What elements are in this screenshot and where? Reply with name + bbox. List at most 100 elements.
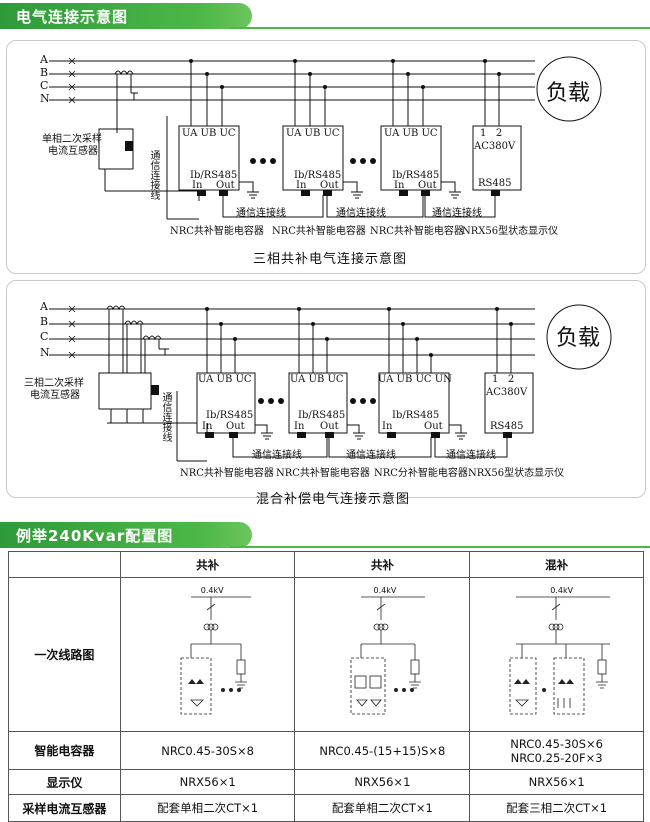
comm-link-3: 通信连接线 (432, 208, 482, 219)
column-header-1: 共补 (119, 551, 296, 578)
unit2-terminals: UA UB UC (286, 128, 340, 139)
display-cell-2: NRX56×1 (294, 769, 471, 795)
unit4-proto: Ib/RS485 (206, 410, 254, 421)
config-table: 共补 共补 混补 一次线路图 0.4kV (8, 551, 644, 822)
unit1-out: Out (216, 180, 235, 191)
capacitor-cell-3-line1: NRC0.45-30S×6 (510, 736, 603, 751)
diagram-caption-common: 三相共补电气连接示意图 (253, 252, 408, 267)
unit4-out: Out (226, 421, 245, 432)
phase-label-a: A (40, 53, 48, 66)
unit5-name: NRC共补智能电容器 (276, 468, 370, 479)
row-header-ct: 采样电流互感器 (8, 794, 121, 822)
section-title-2: 例举240Kvar配置图 (16, 527, 174, 545)
comm-link-1: 通信连接线 (236, 208, 286, 219)
unit3-name: NRC共补智能电容器 (370, 226, 464, 237)
unit5-in: In (294, 421, 305, 432)
unit6-in: In (382, 421, 393, 432)
unit5-out: Out (320, 421, 339, 432)
single-line-diagram-2: 0.4kV (294, 577, 471, 732)
unit2-in: In (296, 180, 307, 191)
display-name: NRX56型状态显示仪 (462, 226, 559, 237)
phase2-label-c: C (40, 330, 49, 343)
unit3-proto: Ib/RS485 (392, 170, 440, 181)
section-title: 电气连接示意图 (16, 8, 129, 26)
voltage-label-3: 0.4kV (550, 585, 574, 595)
unit5-terminals: UA UB UC (290, 374, 344, 385)
ct2-label-line1: 三相二次采样 (24, 378, 84, 389)
diagram-caption-mixed: 混合补偿电气连接示意图 (256, 492, 411, 507)
unit2-out: Out (320, 180, 339, 191)
unit2-proto: Ib/RS485 (294, 170, 342, 181)
comm-vertical-label: 通信连接线 (148, 150, 159, 200)
unit2-name: NRC共补智能电容器 (272, 226, 366, 237)
single-line-svg-2 (351, 596, 426, 714)
section-rule (230, 27, 650, 29)
unit4-in: In (202, 421, 213, 432)
display-cell-3: NRX56×1 (469, 769, 644, 795)
load-label: 负载 (546, 81, 591, 106)
section-header-bar (0, 3, 252, 29)
unit4-name: NRC共补智能电容器 (180, 468, 274, 479)
ct-cell-2: 配套单相二次CT×1 (294, 794, 471, 822)
voltage-label-2: 0.4kV (373, 585, 397, 595)
column-header-3: 混补 (469, 551, 644, 578)
ct-label-line2: 电流互感器 (48, 146, 98, 157)
comm2-link-2: 通信连接线 (346, 450, 396, 461)
single-line-diagram-3: 0.4kV (469, 577, 644, 732)
display-terminals: 1 2 (480, 128, 503, 139)
ct-label-line1: 单相二次采样 (42, 134, 102, 145)
unit6-proto: Ib/RS485 (392, 410, 440, 421)
ct-cell-3: 配套三相二次CT×1 (469, 794, 644, 822)
single-line-svg-3 (509, 596, 611, 714)
diagram-panel-common (6, 40, 646, 274)
load-circle-2 (546, 304, 612, 370)
capacitor-cell-3: NRC0.45-30S×6 NRC0.25-20F×3 (469, 731, 644, 770)
comm2-link-3: 通信连接线 (446, 450, 496, 461)
capacitor-cell-1: NRC0.45-30S×8 (119, 731, 296, 770)
phase2-label-b: B (40, 315, 49, 328)
display-rs485: RS485 (478, 178, 512, 189)
phase-label-b: B (40, 66, 49, 79)
unit1-terminals: UA UB UC (182, 128, 236, 139)
display2-voltage: AC380V (486, 387, 528, 398)
row-header-display: 显示仪 (8, 769, 121, 795)
unit1-proto: Ib/RS485 (190, 170, 238, 181)
unit6-name: NRC分补智能电容器 (374, 468, 468, 479)
phase-label-c: C (40, 79, 49, 92)
phase-label-n: N (40, 92, 50, 105)
unit3-in: In (394, 180, 405, 191)
section-rule-2 (230, 546, 650, 548)
comm2-link-1: 通信连接线 (252, 450, 302, 461)
unit6-out: Out (424, 421, 443, 432)
voltage-label-1: 0.4kV (200, 585, 224, 595)
wiring-diagram-common (49, 56, 602, 220)
single-line-diagram-1: 0.4kV (119, 577, 296, 732)
ct-cell-1: 配套单相二次CT×1 (119, 794, 296, 822)
unit3-out: Out (418, 180, 437, 191)
capacitor-cell-2: NRC0.45-(15+15)S×8 (294, 731, 471, 770)
display-voltage: AC380V (474, 141, 516, 152)
comm2-vertical-label: 通信连接线 (160, 392, 171, 442)
display-cell-1: NRX56×1 (119, 769, 296, 795)
unit1-name: NRC共补智能电容器 (170, 226, 264, 237)
wiring-diagram-mixed (49, 304, 612, 462)
diagram-panel-mixed (6, 280, 646, 498)
unit4-terminals: UA UB UC (198, 374, 252, 385)
display2-terminals: 1 2 (492, 374, 515, 385)
display2-rs485: RS485 (490, 421, 524, 432)
capacitor-cell-3-line2: NRC0.25-20F×3 (510, 750, 603, 765)
table-corner (8, 551, 121, 578)
display2-name: NRX56型状态显示仪 (468, 468, 565, 479)
ct2-label-line2: 电流互感器 (30, 390, 80, 401)
load-circle (536, 56, 602, 122)
unit5-proto: Ib/RS485 (298, 410, 346, 421)
unit3-terminals: UA UB UC (384, 128, 438, 139)
phase2-label-n: N (40, 346, 50, 359)
row-header-capacitor: 智能电容器 (8, 731, 121, 770)
section-header-wiring: 电气连接示意图 (0, 3, 650, 29)
load-label-2: 负载 (556, 326, 601, 351)
column-header-2: 共补 (294, 551, 471, 578)
unit6-terminals: UA UB UC UN (378, 374, 452, 385)
phase2-label-a: A (40, 300, 48, 313)
section-header-config: 例举240Kvar配置图 (0, 522, 650, 548)
